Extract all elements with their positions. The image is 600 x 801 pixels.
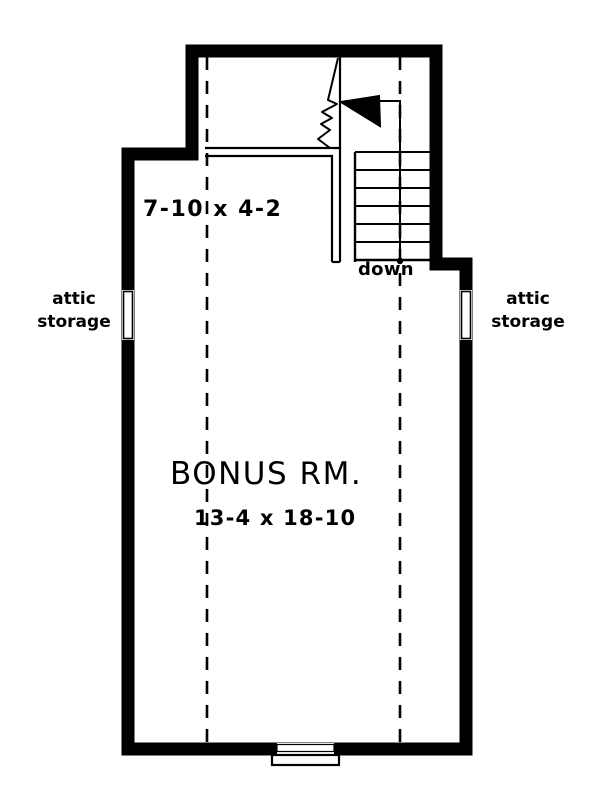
bonus-room-dimensions: 13-4 x 18-10 (194, 506, 357, 530)
break-line-path (317, 57, 339, 149)
attic-storage-label-right: attic storage (482, 288, 574, 334)
upper-space-dimensions: 7-10 x 4-2 (143, 197, 283, 222)
attic-storage-right-line1: attic (506, 289, 550, 309)
stair-treads (353, 151, 442, 262)
stair-down-leader (396, 152, 404, 265)
attic-storage-label-left: attic storage (28, 288, 120, 334)
attic-storage-door-left[interactable] (122, 290, 134, 340)
arrow-head (338, 94, 382, 128)
bonus-room-window[interactable] (270, 743, 341, 767)
exterior-walls (121, 44, 473, 756)
wall-inner-face (134, 57, 460, 743)
window-sill-projection (270, 753, 341, 767)
arrow-leader-line (345, 100, 401, 152)
attic-storage-left-line2: storage (37, 311, 111, 332)
zigzag-break-line-icon (317, 57, 339, 149)
railing-inner-line (205, 154, 334, 262)
down-leader-dot (396, 257, 404, 265)
stair-up-arrow-icon (338, 94, 401, 152)
window-glazing (276, 743, 335, 753)
bonus-room-title: BONUS RM. (170, 456, 363, 492)
stairwell (205, 57, 442, 265)
stair-down-label: down (358, 259, 414, 280)
wall-inner-outline (133, 56, 461, 744)
door-right-leaf (460, 290, 472, 340)
attic-storage-door-right[interactable] (460, 290, 472, 340)
attic-storage-left-line1: attic (52, 289, 96, 309)
attic-storage-right-line2: storage (491, 311, 565, 332)
dashed-guide-lines (205, 57, 402, 743)
door-left-leaf (122, 290, 134, 340)
